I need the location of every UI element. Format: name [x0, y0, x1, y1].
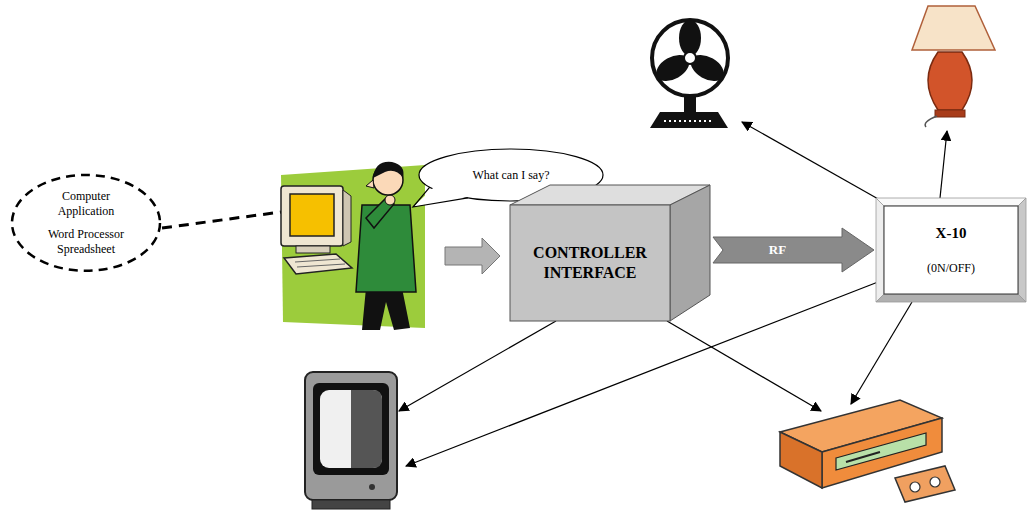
node-text: (0N/OFF)	[927, 261, 975, 276]
lamp-icon	[928, 52, 972, 110]
bevel-face	[876, 198, 884, 302]
tv-icon	[313, 383, 389, 475]
box-front	[510, 205, 670, 321]
vcr-icon	[930, 477, 940, 487]
application-ellipse: Computer ApplicationWord Processor Sprea…	[10, 173, 162, 273]
control-line	[399, 122, 947, 466]
tv-icon	[312, 500, 390, 509]
node-text: Word Processor Spreadsheet	[38, 227, 134, 257]
input-arrow	[445, 238, 500, 274]
control-line	[742, 122, 880, 200]
box-side	[670, 185, 710, 321]
vcr-icon	[780, 400, 955, 502]
fan-icon	[684, 52, 696, 64]
user-at-computer	[296, 246, 330, 253]
user-at-computer	[362, 288, 410, 330]
tv-icon	[320, 390, 382, 468]
fan-icon	[652, 20, 728, 96]
controller-box: CONTROLLER INTERFACE	[510, 185, 710, 321]
module-face	[884, 206, 1018, 294]
control-line	[940, 131, 947, 198]
vcr-icon	[895, 466, 955, 502]
dashed-ellipse	[12, 175, 160, 271]
tv-icon	[351, 390, 382, 468]
lamp-icon	[935, 110, 965, 117]
dashed-link	[162, 212, 281, 228]
bevel-face	[1018, 198, 1026, 302]
user-at-computer	[295, 259, 340, 262]
edge-label: RF	[767, 242, 788, 258]
dashed-link	[162, 212, 281, 228]
x10-module: X-10 (0N/OFF)	[876, 198, 1026, 302]
lamp-icon	[912, 6, 995, 127]
tv-icon	[305, 372, 397, 509]
vcr-icon	[780, 432, 822, 488]
control-line	[399, 321, 556, 411]
vcr-icon	[846, 452, 880, 462]
user-at-computer	[356, 205, 416, 292]
bubble-tail-fill	[413, 186, 470, 207]
lamp-icon	[912, 6, 995, 50]
bevel-face	[876, 198, 1026, 206]
tv-icon	[369, 484, 375, 490]
node-text: What can I say?	[473, 168, 550, 183]
node-text: Computer Application	[50, 189, 122, 219]
bubble-tail	[413, 187, 468, 207]
bevel-face	[876, 294, 1026, 302]
node-text: X-10	[936, 224, 967, 243]
rf-arrow	[713, 228, 874, 272]
fan-icon	[650, 112, 728, 128]
fan-icon	[679, 20, 701, 56]
user-at-computer	[281, 186, 343, 246]
tv-icon	[305, 372, 397, 500]
user-at-computer	[366, 180, 374, 188]
x10-module-outline	[876, 198, 1026, 302]
control-line	[851, 302, 912, 404]
user-at-computer	[290, 194, 334, 236]
vcr-icon	[910, 482, 920, 492]
fan-icon	[650, 20, 728, 128]
user-at-computer	[284, 254, 352, 274]
user-at-computer	[385, 195, 395, 205]
node-body: Computer ApplicationWord Processor Sprea…	[10, 173, 162, 273]
application-ellipse-outline	[10, 173, 162, 273]
input-arrow	[445, 238, 500, 274]
user-at-computer	[297, 264, 345, 267]
user-at-computer	[343, 190, 351, 246]
fan-icon	[664, 120, 714, 122]
node-body: X-10 (0N/OFF)	[884, 206, 1018, 294]
user-at-computer	[373, 162, 404, 178]
lamp-icon	[925, 116, 937, 127]
node-text: CONTROLLER INTERFACE	[525, 243, 655, 283]
node-body: CONTROLLER INTERFACE	[510, 205, 670, 321]
vcr-icon	[836, 433, 926, 470]
user-at-computer	[281, 162, 425, 330]
